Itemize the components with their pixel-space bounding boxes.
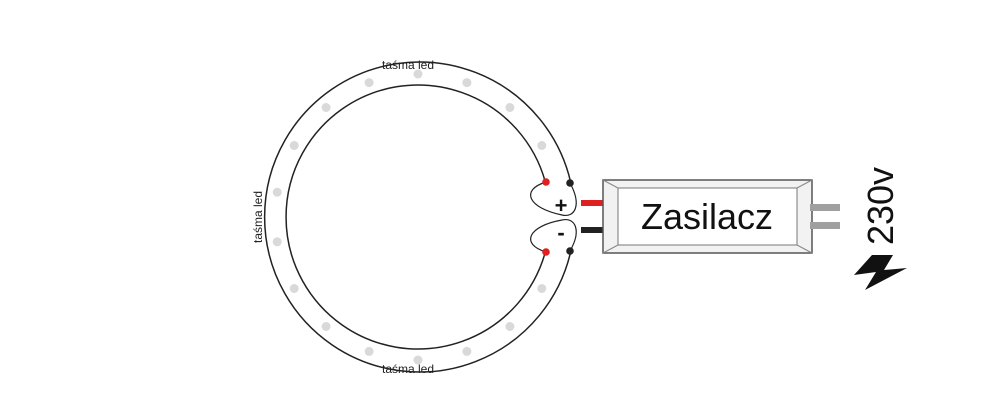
led-dot [364,78,374,88]
solder-point-black-bottom [566,247,574,255]
led-dot [272,187,282,197]
led-strip-inner-edge [285,84,546,350]
plus-sign: + [555,193,568,218]
led-dots [272,69,547,365]
negative-terminal [581,227,611,233]
strip-label-top: taśma led [382,58,434,72]
solder-point-black-top [566,179,574,187]
minus-sign: - [557,220,564,245]
mains-bar-bottom [810,222,840,229]
power-supply-inner [617,187,798,246]
led-dot [413,355,423,365]
bevel-line [602,179,619,189]
led-strip-ring [263,61,572,373]
led-dot [537,141,547,150]
bevel-line [796,244,813,254]
led-dot [289,141,299,150]
led-dot [289,284,299,293]
strip-wires [530,178,577,256]
positive-terminal [581,200,611,206]
led-strip-outer-edge [263,61,572,373]
strip-label-left: taśma led [251,191,265,243]
power-supply-box: Zasilacz [602,179,813,254]
lightning-bolt-icon [854,255,907,290]
power-supply-label: Zasilacz [641,196,773,237]
led-dot [364,346,374,356]
strip-label-bottom: taśma led [382,362,434,376]
led-dot [462,78,472,88]
solder-point-red-top [542,178,550,186]
led-dot [537,284,547,293]
solder-point-red-bottom [542,248,550,256]
led-dot [321,322,331,331]
wire-top-loop [530,181,577,216]
wire-bottom-loop [530,219,577,253]
mains-voltage-label: 230v [860,167,901,245]
bevel-line [602,244,619,254]
bevel-line [796,179,813,189]
led-dot [321,103,331,112]
led-dot [272,237,282,247]
led-dot [505,322,515,331]
led-dot [413,69,423,79]
led-dot [462,346,472,356]
led-dot [505,103,515,112]
mains-bar-top [810,204,840,211]
